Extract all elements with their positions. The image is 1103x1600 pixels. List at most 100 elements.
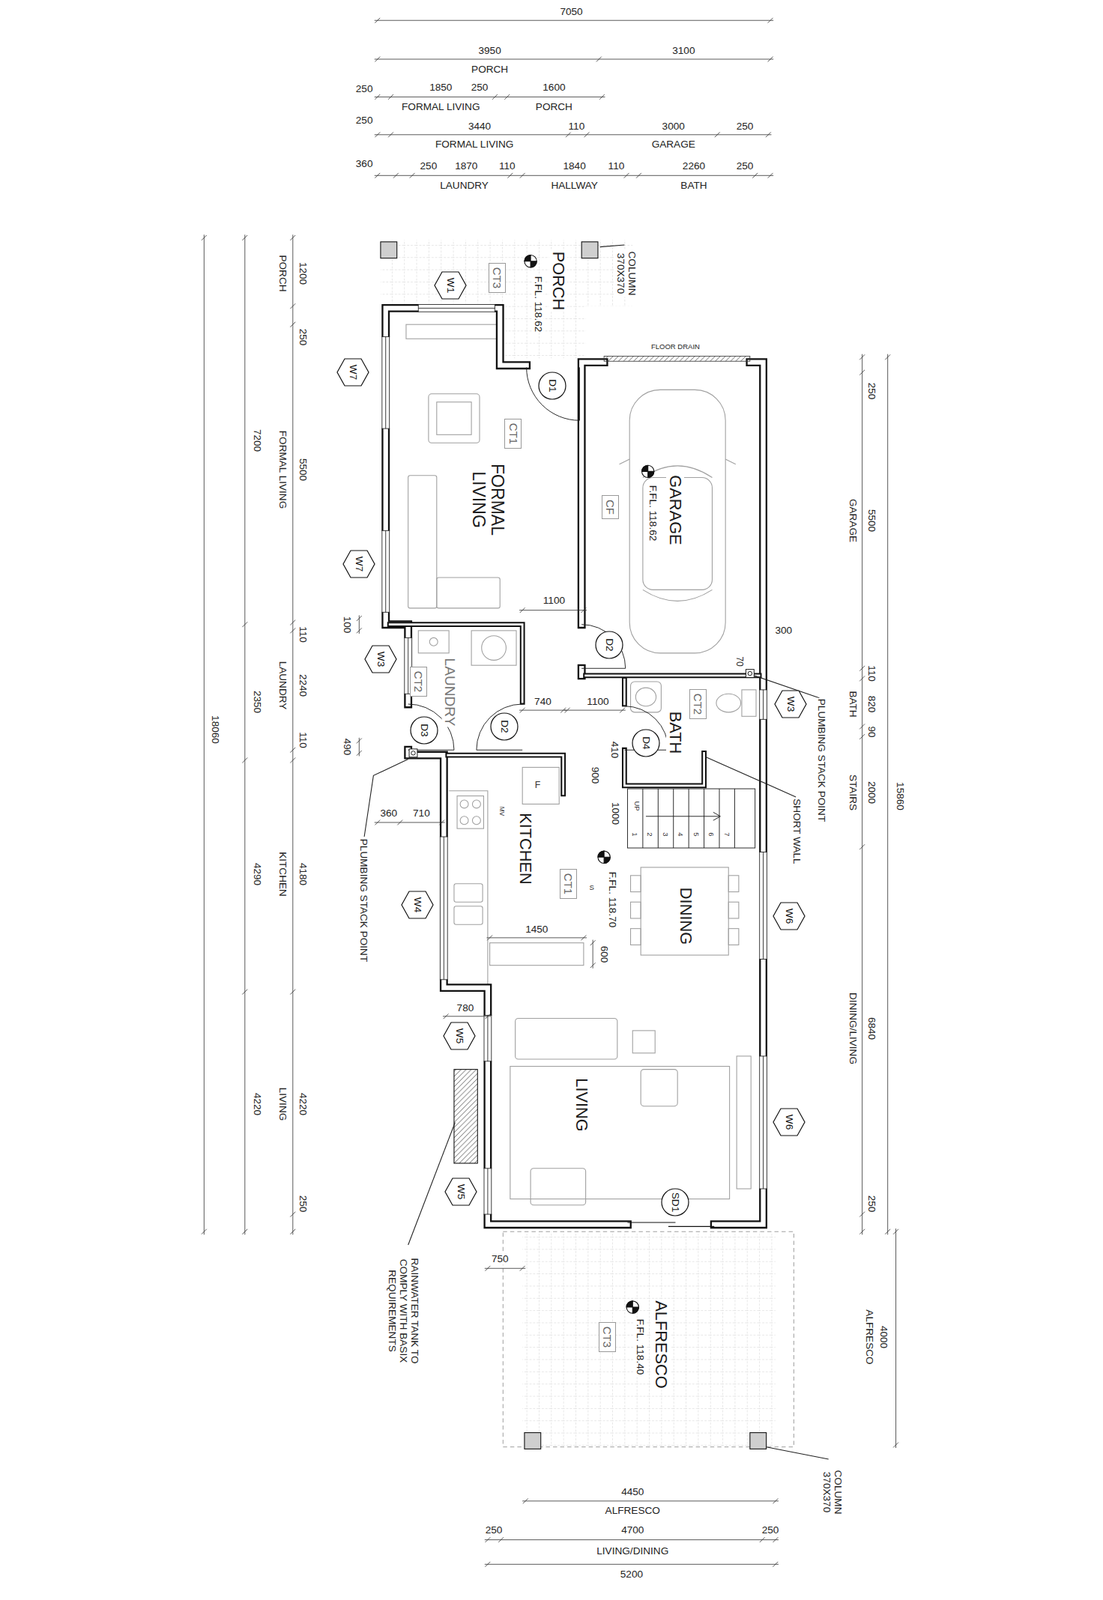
dimension-line xyxy=(201,17,899,1568)
tag-text: CT3 xyxy=(490,266,504,289)
datum-symbol xyxy=(524,255,537,268)
dimension-value: 1870 xyxy=(454,161,479,173)
floor-level: F.FL. 118.70 xyxy=(606,871,619,930)
datum-symbol xyxy=(642,465,655,478)
dimension-label: BATH xyxy=(679,179,708,192)
dimension-value: 1100 xyxy=(542,595,566,607)
dimension-value: 3950 xyxy=(477,45,502,57)
dimension-value: 740 xyxy=(533,696,553,709)
furniture xyxy=(460,800,469,809)
dimension-label: HALLWAY xyxy=(550,179,598,192)
annotation-note: COLUMN 370X370 xyxy=(820,1468,843,1516)
leader-line xyxy=(705,757,796,798)
tag-text: W1 xyxy=(444,277,456,294)
room-name: ALFRESCO xyxy=(651,1300,670,1391)
furniture xyxy=(436,577,500,609)
furniture xyxy=(640,867,729,956)
tag-circle xyxy=(538,372,566,400)
tag-text: W7 xyxy=(347,364,359,381)
datum-symbol xyxy=(597,851,610,864)
finish-tag: CF xyxy=(601,495,619,520)
tag-box xyxy=(601,496,619,520)
tag-text: W6 xyxy=(783,908,795,925)
tag-text: D2 xyxy=(498,719,510,734)
furniture xyxy=(530,1168,586,1206)
room-name: KITCHEN xyxy=(516,813,535,887)
column xyxy=(380,242,398,259)
symbol-label: MV xyxy=(497,806,505,817)
dimension-value: 710 xyxy=(412,807,431,820)
stair xyxy=(627,789,755,849)
window-tag: W7 xyxy=(342,550,376,579)
tag-box xyxy=(559,869,577,899)
dimension-line xyxy=(564,708,626,714)
annotation-note: SHORT WALL xyxy=(791,798,803,866)
dimension-value: 4000 xyxy=(878,1324,890,1349)
datum-symbol xyxy=(642,465,655,478)
leader-line xyxy=(364,759,409,838)
window-glazing xyxy=(418,304,495,313)
tag-box xyxy=(488,263,506,293)
stair xyxy=(627,789,755,849)
tag-text: W3 xyxy=(785,696,797,713)
wall xyxy=(385,307,764,1225)
column xyxy=(581,242,598,259)
dimension-line xyxy=(519,607,587,613)
dimension-value: 2350 xyxy=(251,690,264,715)
dimension-value: 4700 xyxy=(620,1525,645,1537)
dimension-value: 1000 xyxy=(609,801,622,826)
dimension-label: FORMAL LIVING xyxy=(434,139,515,151)
furniture xyxy=(619,459,736,601)
furniture xyxy=(428,394,480,443)
dimension-value: 1450 xyxy=(524,924,549,936)
dimension-value: 250 xyxy=(735,120,755,132)
annotation-note: FLOOR DRAIN xyxy=(650,343,701,351)
tag-hexagon xyxy=(445,1178,477,1206)
window-gap xyxy=(483,1168,493,1215)
dimension-value: 900 xyxy=(588,766,601,786)
window-tag: W6 xyxy=(772,902,806,931)
wall xyxy=(389,624,760,795)
tag-text: CT1 xyxy=(507,422,521,446)
floor-tiles xyxy=(380,239,776,1448)
window-gap xyxy=(418,303,495,313)
dimension-value: 250 xyxy=(355,83,374,95)
symbol-label: F xyxy=(534,780,542,792)
dimension-value: 110 xyxy=(607,161,626,173)
door-swing xyxy=(476,704,523,751)
dimension-value: 410 xyxy=(608,741,620,760)
tag-text: W4 xyxy=(411,896,423,914)
column xyxy=(524,1433,542,1450)
tag-circle xyxy=(632,729,660,757)
tag-text: CT1 xyxy=(561,872,575,896)
finish-tag: CT1 xyxy=(504,418,522,449)
window-glazing xyxy=(483,1015,492,1062)
column xyxy=(750,1433,767,1450)
furniture xyxy=(490,943,584,966)
room-area: FORMAL LIVINGCT1 xyxy=(392,316,523,620)
furniture xyxy=(454,906,483,926)
door-tag: D4 xyxy=(631,729,661,758)
window-tag: W4 xyxy=(400,890,434,920)
door-tag: SD1 xyxy=(660,1188,690,1217)
dimension-label: ALFRESCO xyxy=(604,1506,661,1518)
dimension-value: 110 xyxy=(297,731,309,750)
annotation-note: COLUMN 370X370 xyxy=(614,249,637,297)
dimension-line xyxy=(590,940,596,969)
tag-text: SD1 xyxy=(669,1191,682,1213)
tag-hexagon xyxy=(343,550,375,578)
furniture xyxy=(510,1067,730,1200)
furniture xyxy=(629,389,726,653)
symbol-label: 5 xyxy=(691,832,700,838)
tag-box xyxy=(505,418,522,449)
datum-symbol xyxy=(626,1301,639,1314)
dimension-line xyxy=(201,234,207,1235)
dimension-value: 5200 xyxy=(619,1569,644,1581)
dimension-line xyxy=(522,1498,779,1504)
dimension-value: 4180 xyxy=(297,862,309,887)
dimension-value: 250 xyxy=(865,381,877,401)
dimension-value: 1600 xyxy=(541,82,566,94)
furniture xyxy=(630,902,642,919)
window-gap xyxy=(758,1056,768,1190)
dimension-label: STAIRS xyxy=(847,774,859,812)
